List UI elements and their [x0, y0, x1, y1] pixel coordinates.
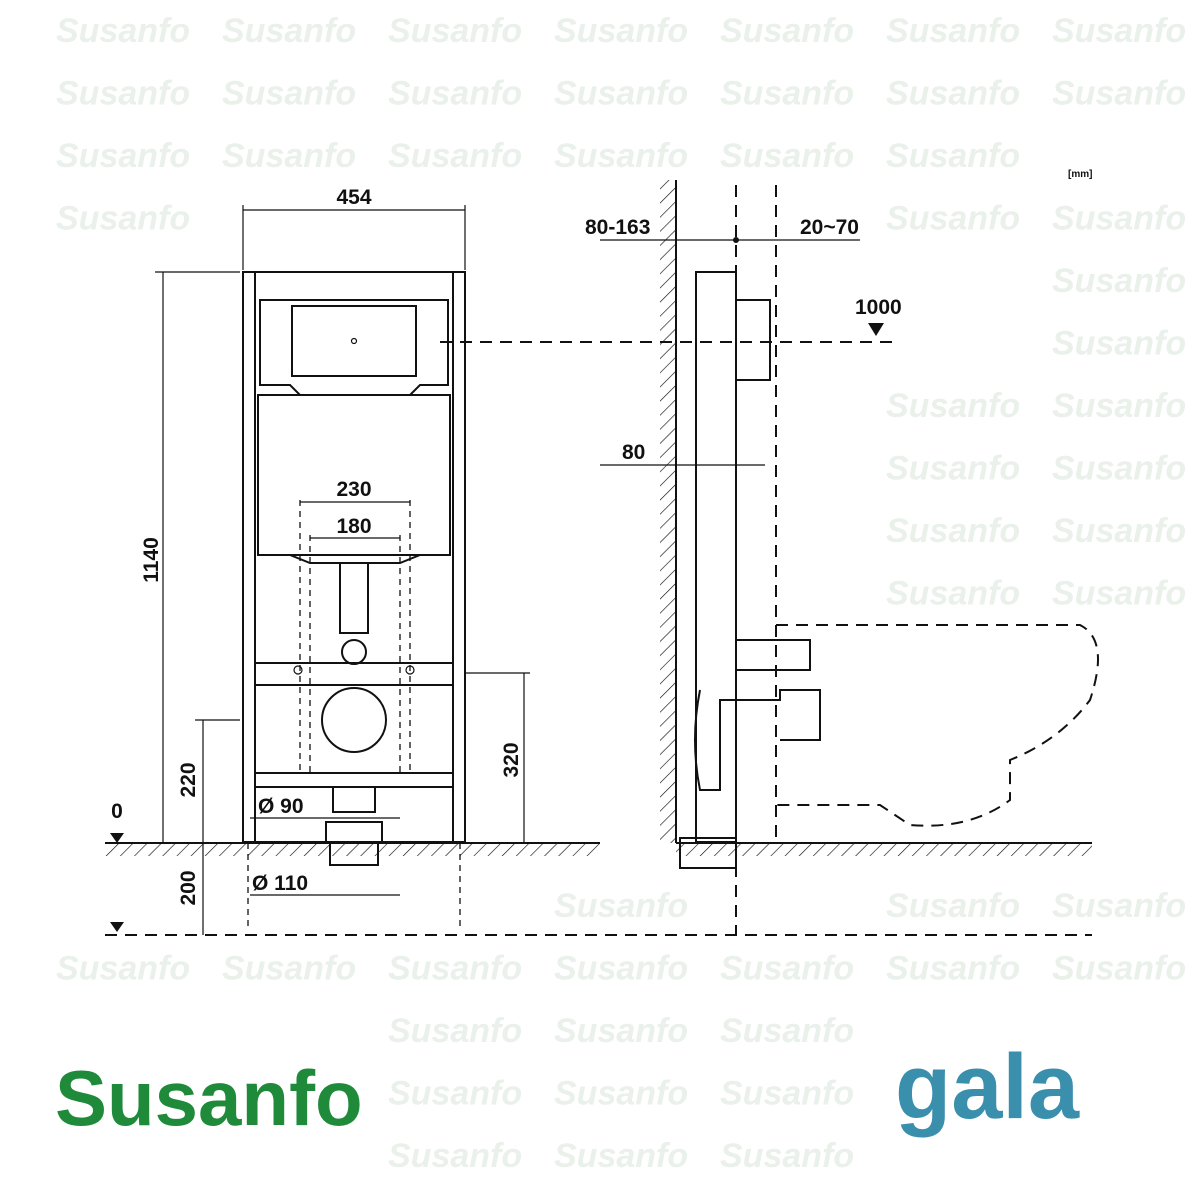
watermark-text: Susanfo — [1052, 387, 1186, 425]
watermark-text: Susanfo — [886, 75, 1020, 113]
dim-button-height: 1000 — [855, 296, 902, 319]
dim-inner-spacing: 180 — [336, 515, 371, 538]
dim-outer-spacing: 230 — [336, 478, 371, 501]
watermark-text: Susanfo — [886, 512, 1020, 550]
watermark-text: Susanfo — [222, 137, 356, 175]
watermark-text: Susanfo — [56, 75, 190, 113]
watermark-text: Susanfo — [554, 950, 688, 988]
watermark-text: Susanfo — [1052, 75, 1186, 113]
front-view-frame — [242, 271, 466, 930]
side-view — [440, 180, 1099, 935]
watermark-text: Susanfo — [1052, 325, 1186, 363]
watermark-text: Susanfo — [720, 1137, 854, 1175]
susanfo-logo: Susanfo — [55, 1054, 363, 1142]
dim-width: 454 — [336, 186, 371, 209]
watermark-text: Susanfo — [1052, 512, 1186, 550]
watermark-text: Susanfo — [886, 450, 1020, 488]
watermark-text: Susanfo — [388, 950, 522, 988]
watermark-text: Susanfo — [388, 1075, 522, 1113]
dim-pipe-110: Ø 110 — [252, 872, 308, 895]
watermark-text: Susanfo — [886, 950, 1020, 988]
watermark-text: Susanfo — [1052, 200, 1186, 238]
watermark-text: Susanfo — [56, 950, 190, 988]
watermark-text: Susanfo — [388, 75, 522, 113]
watermark-text: Susanfo — [222, 950, 356, 988]
dim-frame-depth: 80 — [622, 441, 645, 464]
watermark-text: Susanfo — [886, 575, 1020, 613]
watermark-text: Susanfo — [720, 137, 854, 175]
dim-drain-height: 220 — [177, 762, 200, 797]
dim-below-floor: 200 — [177, 870, 200, 905]
watermark-text: Susanfo — [720, 1075, 854, 1113]
gala-logo: gala — [895, 1036, 1080, 1138]
dim-pipe-90: Ø 90 — [258, 795, 304, 818]
dim-height: 1140 — [140, 537, 163, 583]
watermark-text: Susanfo — [222, 12, 356, 50]
drawing-layer: 454 1140 230 180 220 0 320 Ø 90 Ø 110 20… — [55, 169, 1099, 1142]
watermark-text: Susanfo — [554, 12, 688, 50]
watermark-text: Susanfo — [720, 1012, 854, 1050]
watermark-text: Susanfo — [1052, 12, 1186, 50]
watermark-text: Susanfo — [388, 12, 522, 50]
watermark-text: Susanfo — [886, 200, 1020, 238]
watermark-text: Susanfo — [56, 12, 190, 50]
watermark-text: Susanfo — [1052, 262, 1186, 300]
watermark-text: Susanfo — [56, 137, 190, 175]
dim-wall-distance: 80-163 — [585, 216, 650, 239]
watermark-text: Susanfo — [886, 12, 1020, 50]
watermark-text: Susanfo — [1052, 575, 1186, 613]
floor-line — [105, 842, 1092, 936]
watermark-text: Susanfo — [720, 950, 854, 988]
watermark-text: Susanfo — [554, 1075, 688, 1113]
watermark-text: Susanfo — [554, 887, 688, 925]
dim-front-distance: 20~70 — [800, 216, 859, 239]
floor-level-label: 0 — [111, 800, 123, 823]
watermark-text: Susanfo — [1052, 887, 1186, 925]
watermark-text: Susanfo — [222, 75, 356, 113]
watermark-text: Susanfo — [388, 1012, 522, 1050]
watermark-text: Susanfo — [720, 12, 854, 50]
dim-bracket-height: 320 — [500, 742, 523, 777]
watermark-text: Susanfo — [554, 1137, 688, 1175]
watermark-text: Susanfo — [1052, 950, 1186, 988]
watermark-text: Susanfo — [56, 200, 190, 238]
units-label: [mm] — [1068, 169, 1092, 180]
front-dimensions — [110, 205, 530, 935]
watermark-text: Susanfo — [720, 75, 854, 113]
watermark-text: Susanfo — [554, 1012, 688, 1050]
watermark-text: Susanfo — [554, 75, 688, 113]
watermark-text: Susanfo — [554, 137, 688, 175]
watermark-text: Susanfo — [886, 887, 1020, 925]
watermark-text: Susanfo — [886, 137, 1020, 175]
watermark-text: Susanfo — [886, 387, 1020, 425]
watermark-text: Susanfo — [388, 1137, 522, 1175]
watermark-text: Susanfo — [1052, 450, 1186, 488]
watermark-text: Susanfo — [388, 137, 522, 175]
